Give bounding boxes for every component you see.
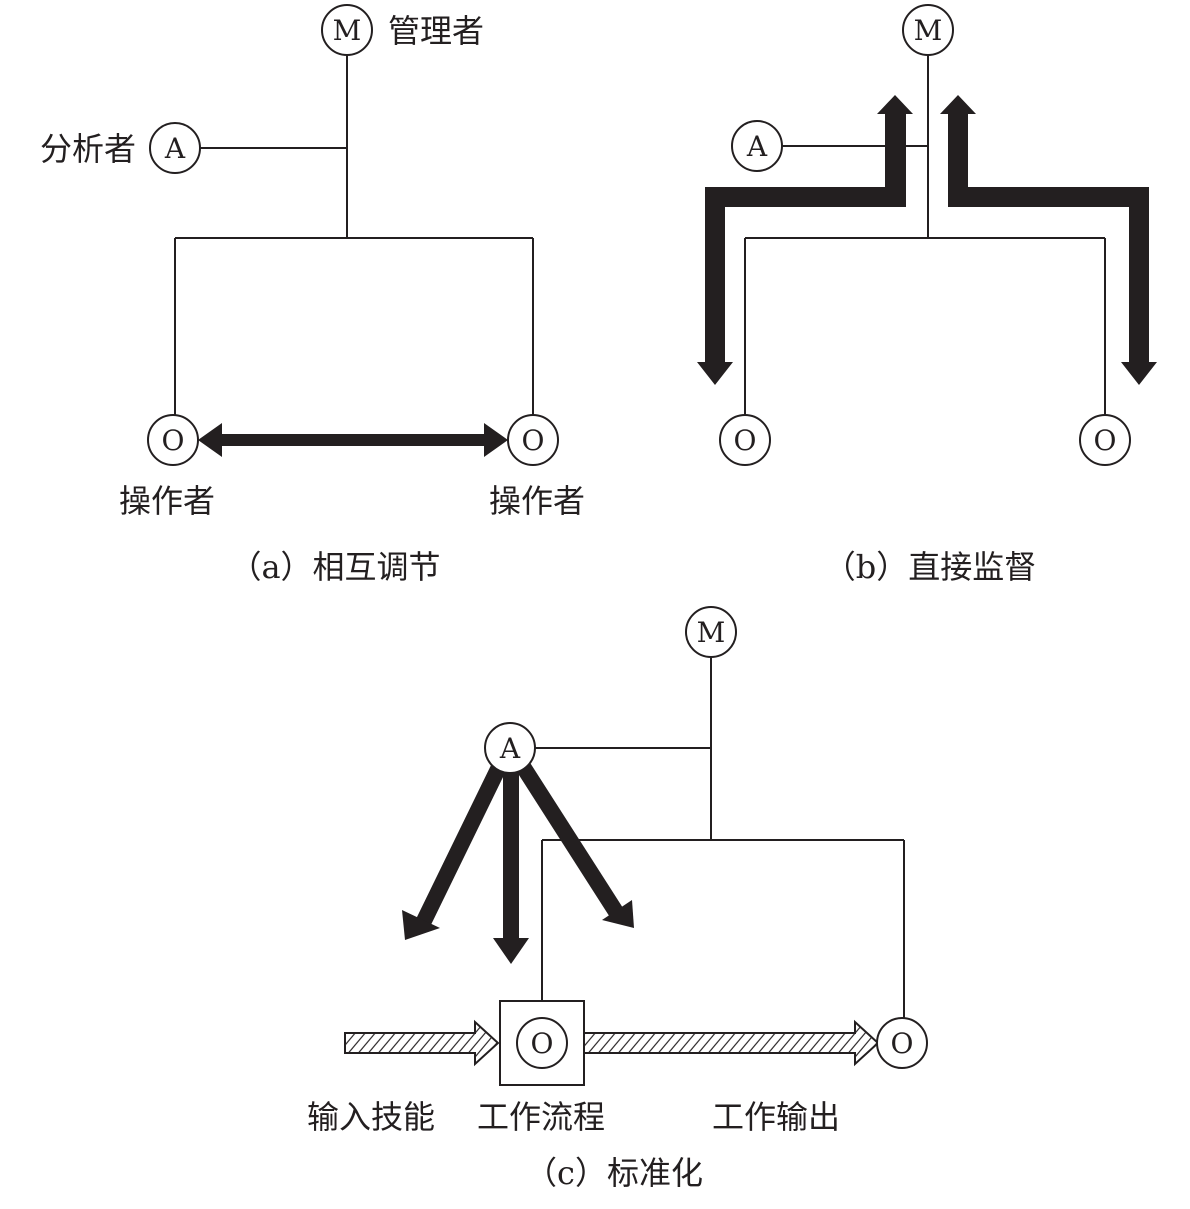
operator-node-letter: O [734,424,757,457]
hierarchy-lines [744,55,1106,415]
hierarchy-lines [535,657,905,1018]
panel-mutual-adjustment: M 管理者 A 分析者 O O 操作者 操作者 （a）相互调节 [40,4,585,586]
hierarchy-lines [174,55,534,415]
work-output-label: 工作输出 [712,1098,840,1136]
output-operator-node: O [876,1017,928,1069]
operator-node-left: O [719,414,771,466]
operator-label-right: 操作者 [489,482,585,520]
manager-node-letter: M [333,14,362,47]
input-flow-arrow [344,1019,500,1067]
manager-node: M [685,606,737,658]
arrow-to-output [515,760,625,920]
caption-a: （a）相互调节 [229,548,440,586]
operator-node-letter: O [1094,424,1117,457]
analyst-label: 分析者 [40,130,136,168]
analyst-node-letter: A [164,132,186,165]
input-skills-label: 输入技能 [307,1098,435,1136]
manager-node: M [321,4,373,56]
operator-node-letter: O [522,424,545,457]
analyst-node: A [731,120,783,172]
supervision-arrow-right [940,95,1157,385]
analyst-node-letter: A [746,130,768,163]
operator-node-left: O [147,414,199,466]
operator-node-letter: O [162,424,185,457]
manager-node-letter: M [697,616,726,649]
arrow-to-input [414,761,508,929]
panel-direct-supervision: M A O O （b）直接监督 [697,4,1157,586]
standardization-arrows [402,760,634,964]
operator-node-letter: O [891,1027,914,1060]
arrow-head [602,900,634,928]
operator-label-left: 操作者 [119,482,215,520]
double-arrow [198,423,508,457]
operator-node-right: O [507,414,559,466]
operator-node-letter: O [531,1027,554,1060]
work-process-label: 工作流程 [477,1098,605,1136]
arrow-head [493,938,529,964]
operator-node-right: O [1079,414,1131,466]
manager-label: 管理者 [388,12,484,50]
output-flow-arrow [583,1019,880,1067]
analyst-node-letter: A [499,732,521,765]
process-operator-node: O [516,1017,568,1069]
panel-standardization: O O M A 输入技能 工作流程 工作输出 （c）标准化 [307,606,928,1192]
analyst-node: A [484,722,536,774]
analyst-node: A [149,122,201,174]
caption-b: （b）直接监督 [824,548,1037,586]
manager-node-letter: M [914,14,943,47]
manager-node: M [902,4,954,56]
supervision-arrow-left [697,95,913,385]
caption-c: （c）标准化 [525,1154,703,1192]
arrow-head [402,910,440,940]
